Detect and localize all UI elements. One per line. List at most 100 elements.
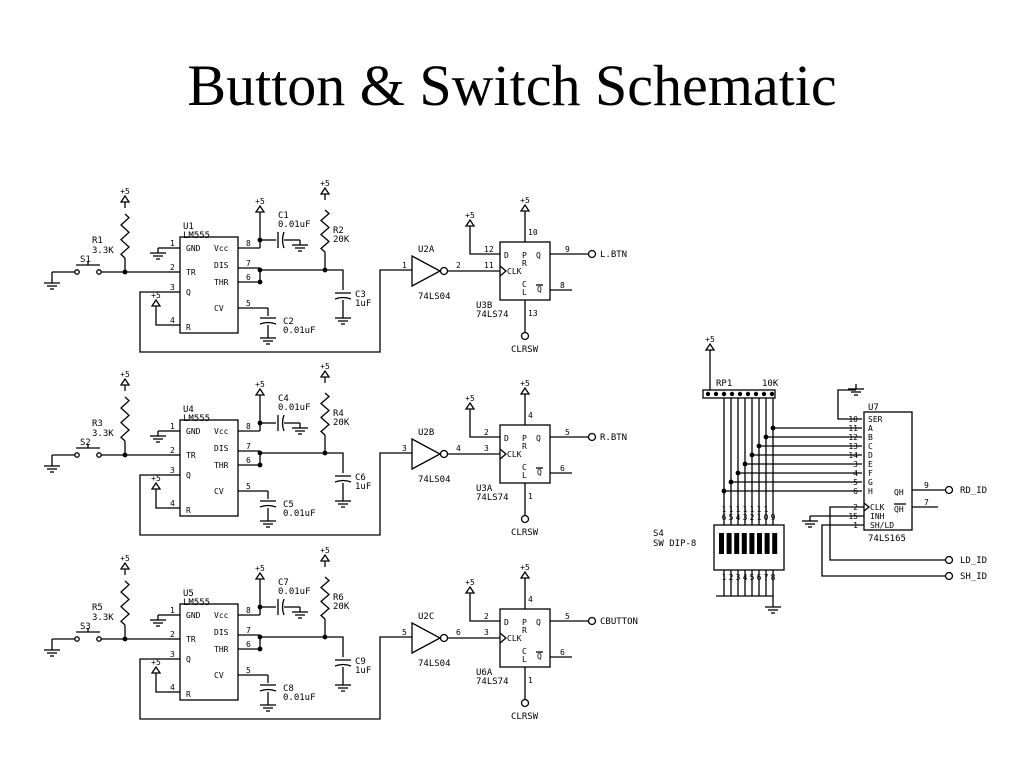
pin-number: 5 [246,666,251,675]
supply-arrow [319,369,331,378]
supply-label: +5 [705,335,715,344]
pin-name: TR [186,451,196,460]
switch-contact [96,452,102,458]
pin-number: 3 [484,444,489,453]
pin-number: 2 [170,263,175,272]
terminal [520,514,530,524]
pin-name: R [522,259,527,268]
pin-name: R [522,626,527,635]
junction-dot [257,279,263,285]
supply-arrow [464,218,476,227]
junction-dot [322,634,328,640]
supply-symbol: +5 [319,362,331,383]
shift-pin-name: QH [894,488,904,497]
cap-value: 0.01uF [283,693,316,703]
shift-register-part: 74LS165 [868,534,906,544]
pin-number: 5 [565,612,570,621]
pack-pin [769,391,775,397]
pack-pin [761,391,767,397]
supply-symbol: +5 [150,291,162,312]
pin-number: 4 [456,444,461,453]
shift-pin-number: 14 [848,451,858,460]
ground-symbol [292,423,308,435]
shift-pin-number: 6 [853,487,858,496]
resistor-label: R6 [333,593,344,603]
junction-dot [749,452,755,458]
supply-arrow [119,194,131,203]
pin-number: 1 [528,676,533,685]
pin-number: 3 [484,628,489,637]
ground-symbol [802,516,818,528]
supply-label: +5 [255,380,265,389]
terminal [520,331,530,341]
inverter-gate [411,621,442,655]
pin-number: 8 [560,281,565,290]
cap-value: 0.01uF [278,587,311,597]
pin-name: CLK [507,450,522,459]
supply-label: +5 [320,362,330,371]
timer-chip [179,603,239,701]
supply-arrow [519,203,531,212]
supply-arrow [519,386,531,395]
resistor-label: R2 [333,226,344,236]
pin-name: R [186,690,191,699]
inverter-part: 74LS04 [418,659,451,669]
capacitor-plate [281,231,285,249]
resistor-value: 3.3K [92,429,114,439]
pin-name: D [504,618,509,627]
supply-symbol: +5 [464,578,476,599]
pin-number: 6 [246,273,251,282]
resistor-value: 20K [333,602,350,612]
supply-symbol: +5 [319,179,331,200]
inverter-part: 74LS04 [418,475,451,485]
pin-name: P [522,251,527,260]
pin-number: 6 [246,640,251,649]
pin-number: 8 [246,239,251,248]
junction-dot [322,267,328,273]
clock-marker [499,632,508,644]
supply-label: +5 [520,379,530,388]
pin-number: 5 [565,428,570,437]
supply-label: +5 [520,563,530,572]
supply-label: +5 [465,578,475,587]
pin-number: 5 [246,482,251,491]
supply-arrow [119,377,131,386]
ground-symbol [335,313,351,325]
supply-label: +5 [151,658,161,667]
inverter-bubble [439,633,449,643]
ground-symbol [44,645,60,657]
wire [469,415,500,438]
inverter-gate [411,437,442,471]
pin-number: 10 [528,228,538,237]
switch-contact [74,269,80,275]
dip-switch-lever [734,533,740,554]
ground-symbol [150,615,166,627]
shift-pin-number: 12 [848,433,858,442]
wire [155,495,168,509]
page-title: Button & Switch Schematic [187,53,837,118]
dip-pin-bottom: 7 [764,573,769,582]
ground-symbol [150,248,166,260]
capacitor-plate [334,296,352,300]
output-label: RD_ID [960,486,987,496]
pin-number: 7 [246,259,251,268]
resistor-pack-label: RP1 [716,379,732,389]
wire [260,452,344,473]
supply-symbol: +5 [464,211,476,232]
resistor-symbol [320,392,330,436]
clear-label: CLRSW [511,345,539,355]
resistor-value: 3.3K [92,246,114,256]
supply-symbol: +5 [254,380,266,401]
pin-number: 3 [170,466,175,475]
junction-dot [257,646,263,652]
cap-value: 1uF [355,666,371,676]
pin-number: 4 [170,683,175,692]
supply-label: +5 [465,211,475,220]
pin-number: 1 [528,492,533,501]
pin-number: 1 [402,261,407,270]
pin-name: CV [214,487,224,496]
